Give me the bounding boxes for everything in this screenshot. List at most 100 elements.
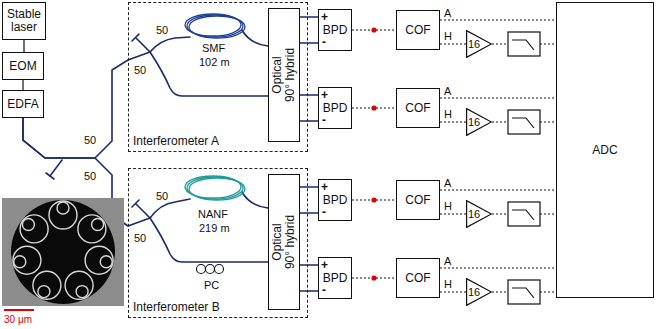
interferometer-frame: Interferometer BOptical 90° hybrid [128, 168, 308, 318]
nested-tube [92, 219, 104, 231]
part-label: 102 m [199, 56, 230, 68]
pc-paddle [197, 265, 206, 274]
micrograph-ground [2, 198, 124, 306]
tube [33, 271, 61, 299]
filter-box [508, 280, 540, 304]
fiber-end [132, 34, 139, 41]
fiber [242, 192, 268, 208]
coil-turn [189, 16, 245, 38]
polarity-sign: + [321, 89, 328, 101]
node-label: 16 [468, 208, 480, 220]
nested-tube [57, 202, 69, 214]
polarity-sign: - [322, 114, 326, 126]
optical-fiber [300, 17, 319, 43]
fiber [242, 30, 268, 46]
signal-dot [371, 275, 376, 280]
filter-box [508, 202, 540, 226]
part-label: 50 [156, 190, 168, 202]
optical-fiber [22, 80, 23, 90]
optical-fiber [23, 40, 24, 52]
electrical-signal [440, 291, 466, 292]
part-label: PC [204, 279, 219, 291]
part-label: H [444, 200, 452, 212]
coil-turn [189, 178, 245, 200]
fiber-cladding [11, 200, 115, 304]
amplifier-triangle: 16 [466, 200, 492, 228]
part-label: SMF [202, 42, 225, 54]
polarity-sign: + [321, 181, 328, 193]
nested-tube [38, 286, 50, 298]
fiber [150, 52, 268, 96]
part-label: H [444, 108, 452, 120]
filter-symbol [512, 288, 534, 298]
optical-fiber [300, 265, 319, 291]
polarity-sign: - [322, 284, 326, 296]
nested-tube [22, 219, 34, 231]
fiber [128, 218, 150, 226]
fiber-stub [136, 38, 150, 52]
amplifier-triangle: 16 [466, 108, 492, 136]
optical-fiber [300, 95, 319, 121]
node-label: Optical 90° hybrid [271, 46, 297, 103]
fiber [150, 37, 190, 52]
amplifier-shape [467, 201, 492, 228]
amplifier-shape [467, 31, 492, 58]
group-title: Interferometer A [133, 135, 219, 148]
signal-dot [371, 105, 376, 110]
nested-tube [100, 256, 112, 268]
polarity-sign: - [322, 36, 326, 48]
node-label: COF [405, 272, 430, 285]
signal-dot [371, 197, 376, 202]
node-label: ADC [592, 144, 617, 157]
tube [78, 215, 106, 243]
amplifier-box: EDFA [2, 90, 44, 118]
part-label: 50 [84, 134, 96, 146]
signal-dot [371, 27, 376, 32]
pc-paddle [215, 265, 224, 274]
tube [49, 201, 77, 229]
node-label: Stable laser [5, 8, 43, 34]
electrical-signal [440, 43, 466, 44]
amplifier-triangle: 16 [466, 30, 492, 58]
tube [20, 215, 48, 243]
amplifier-shape [467, 279, 492, 306]
cof-box: COF [396, 10, 440, 50]
filter-symbol [512, 118, 534, 128]
part-label: A [444, 7, 451, 19]
cof-box: COF [396, 258, 440, 298]
part-label: 50 [134, 64, 146, 76]
node-label: 16 [468, 286, 480, 298]
part-label: A [444, 255, 451, 267]
antiresonant-tubes [13, 201, 113, 299]
fiber-cross-section [2, 198, 124, 310]
electrical-signal [440, 213, 466, 214]
electrical-signal [440, 121, 466, 122]
node-label: 16 [468, 38, 480, 50]
fiber-stub [136, 204, 150, 218]
nested-tube [14, 256, 26, 268]
filter-box [508, 32, 540, 56]
optical-fiber [300, 187, 319, 213]
cof-box: COF [396, 88, 440, 128]
part-label: 219 m [199, 222, 230, 234]
hybrid-box: Optical 90° hybrid [268, 8, 300, 142]
part-label: 50 [156, 24, 168, 36]
nanf-coil [185, 176, 245, 200]
part-label: A [444, 85, 451, 97]
cof-box: COF [396, 180, 440, 220]
polarity-sign: + [321, 11, 328, 23]
amplifier-shape [467, 109, 492, 136]
tube [13, 246, 41, 274]
laser-box: Stable laser [2, 2, 46, 40]
electrical-signal [440, 267, 556, 268]
amplifier-triangle: 16 [466, 278, 492, 306]
node-label: BPD [323, 272, 348, 285]
electrical-signal [440, 19, 556, 20]
tube [65, 271, 93, 299]
polarization-controller [197, 265, 224, 274]
fiber [128, 52, 150, 60]
part-label: H [444, 30, 452, 42]
scale-bar [4, 309, 34, 311]
filter-symbol [512, 40, 534, 50]
